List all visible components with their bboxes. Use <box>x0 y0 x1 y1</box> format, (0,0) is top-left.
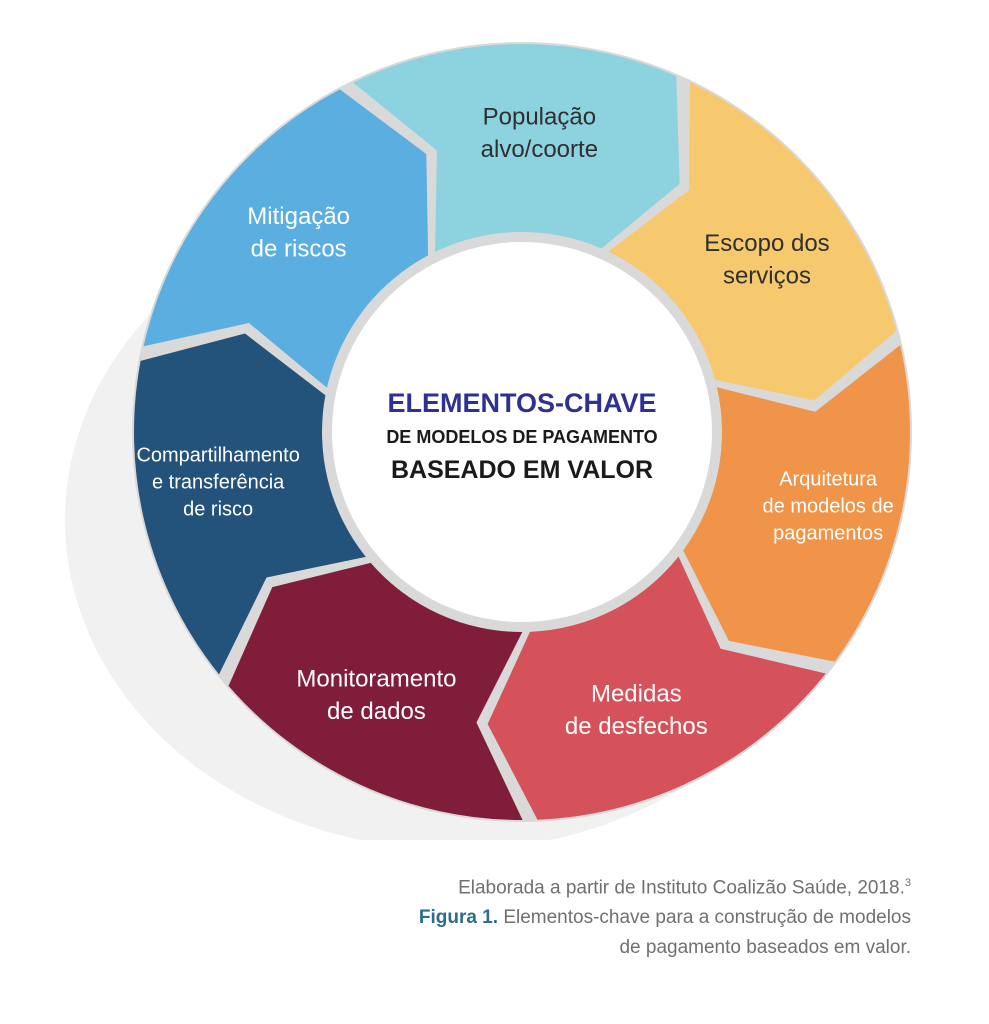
center-circle <box>332 242 712 622</box>
segment-3-label: Arquitetura de modelos de pagamentos <box>763 469 894 545</box>
segment-1-label-line-1: População <box>483 104 596 131</box>
caption-source: Elaborada a partir de Instituto Coalizão… <box>311 868 911 903</box>
caption-figure-text-1: Elementos-chave para a construção de mod… <box>503 907 911 929</box>
segment-5-label-line-1: Monitoramento <box>296 666 456 693</box>
segment-2 <box>608 82 897 401</box>
segment-4 <box>487 556 826 820</box>
segment-6-label-line-1: Compartilhamento <box>136 445 299 467</box>
segment-5 <box>228 562 523 820</box>
center-title-line2: DE MODELOS DE PAGAMENTO <box>386 427 657 447</box>
segment-5-label-line-2: de dados <box>327 698 426 725</box>
segment-2-label-line-1: Escopo dos <box>704 230 829 257</box>
segment-7 <box>143 89 429 388</box>
segment-2-label: Escopo dos serviços <box>704 230 829 289</box>
segment-1-label-line-2: alvo/coorte <box>481 136 598 163</box>
segment-5-label: Monitoramento de dados <box>296 666 456 725</box>
segment-4-label-line-2: de desfechos <box>565 713 708 740</box>
segment-2-label-line-2: serviços <box>723 262 811 289</box>
segment-7-label-line-1: Mitigação <box>247 203 350 230</box>
segment-1 <box>353 44 680 252</box>
center-title-line1: ELEMENTOS-CHAVE <box>387 388 656 418</box>
figure-caption: Elaborada a partir de Instituto Coalizão… <box>311 868 911 963</box>
segment-6-label-line-2: e transferência <box>152 472 285 494</box>
segment-7-label: Mitigação de riscos <box>247 203 350 262</box>
segment-3-label-line-3: pagamentos <box>773 523 883 545</box>
caption-figure-label: Figura 1. <box>418 907 499 929</box>
segment-3-label-line-2: de modelos de <box>763 496 894 518</box>
segment-6-label-line-3: de risco <box>183 499 253 521</box>
caption-source-ref: 3 <box>904 877 911 889</box>
caption-figure-text-2: de pagamento baseados em valor. <box>619 937 911 959</box>
segment-7-label-line-2: de riscos <box>251 235 347 262</box>
center-title-line3: BASEADO EM VALOR <box>391 456 653 484</box>
caption-source-text: Elaborada a partir de Instituto Coalizão… <box>458 877 905 899</box>
segment-1-label: População alvo/coorte <box>481 104 598 163</box>
segment-6-label: Compartilhamento e transferência de risco <box>136 445 299 521</box>
segment-4-label-line-1: Medidas <box>591 681 682 708</box>
segment-3-label-line-1: Arquitetura <box>779 469 878 491</box>
segment-3 <box>683 345 910 662</box>
segment-4-label: Medidas de desfechos <box>565 681 708 740</box>
caption-figure-line1: Figura 1. Elementos-chave para a constru… <box>311 903 911 933</box>
segment-6 <box>133 333 366 675</box>
